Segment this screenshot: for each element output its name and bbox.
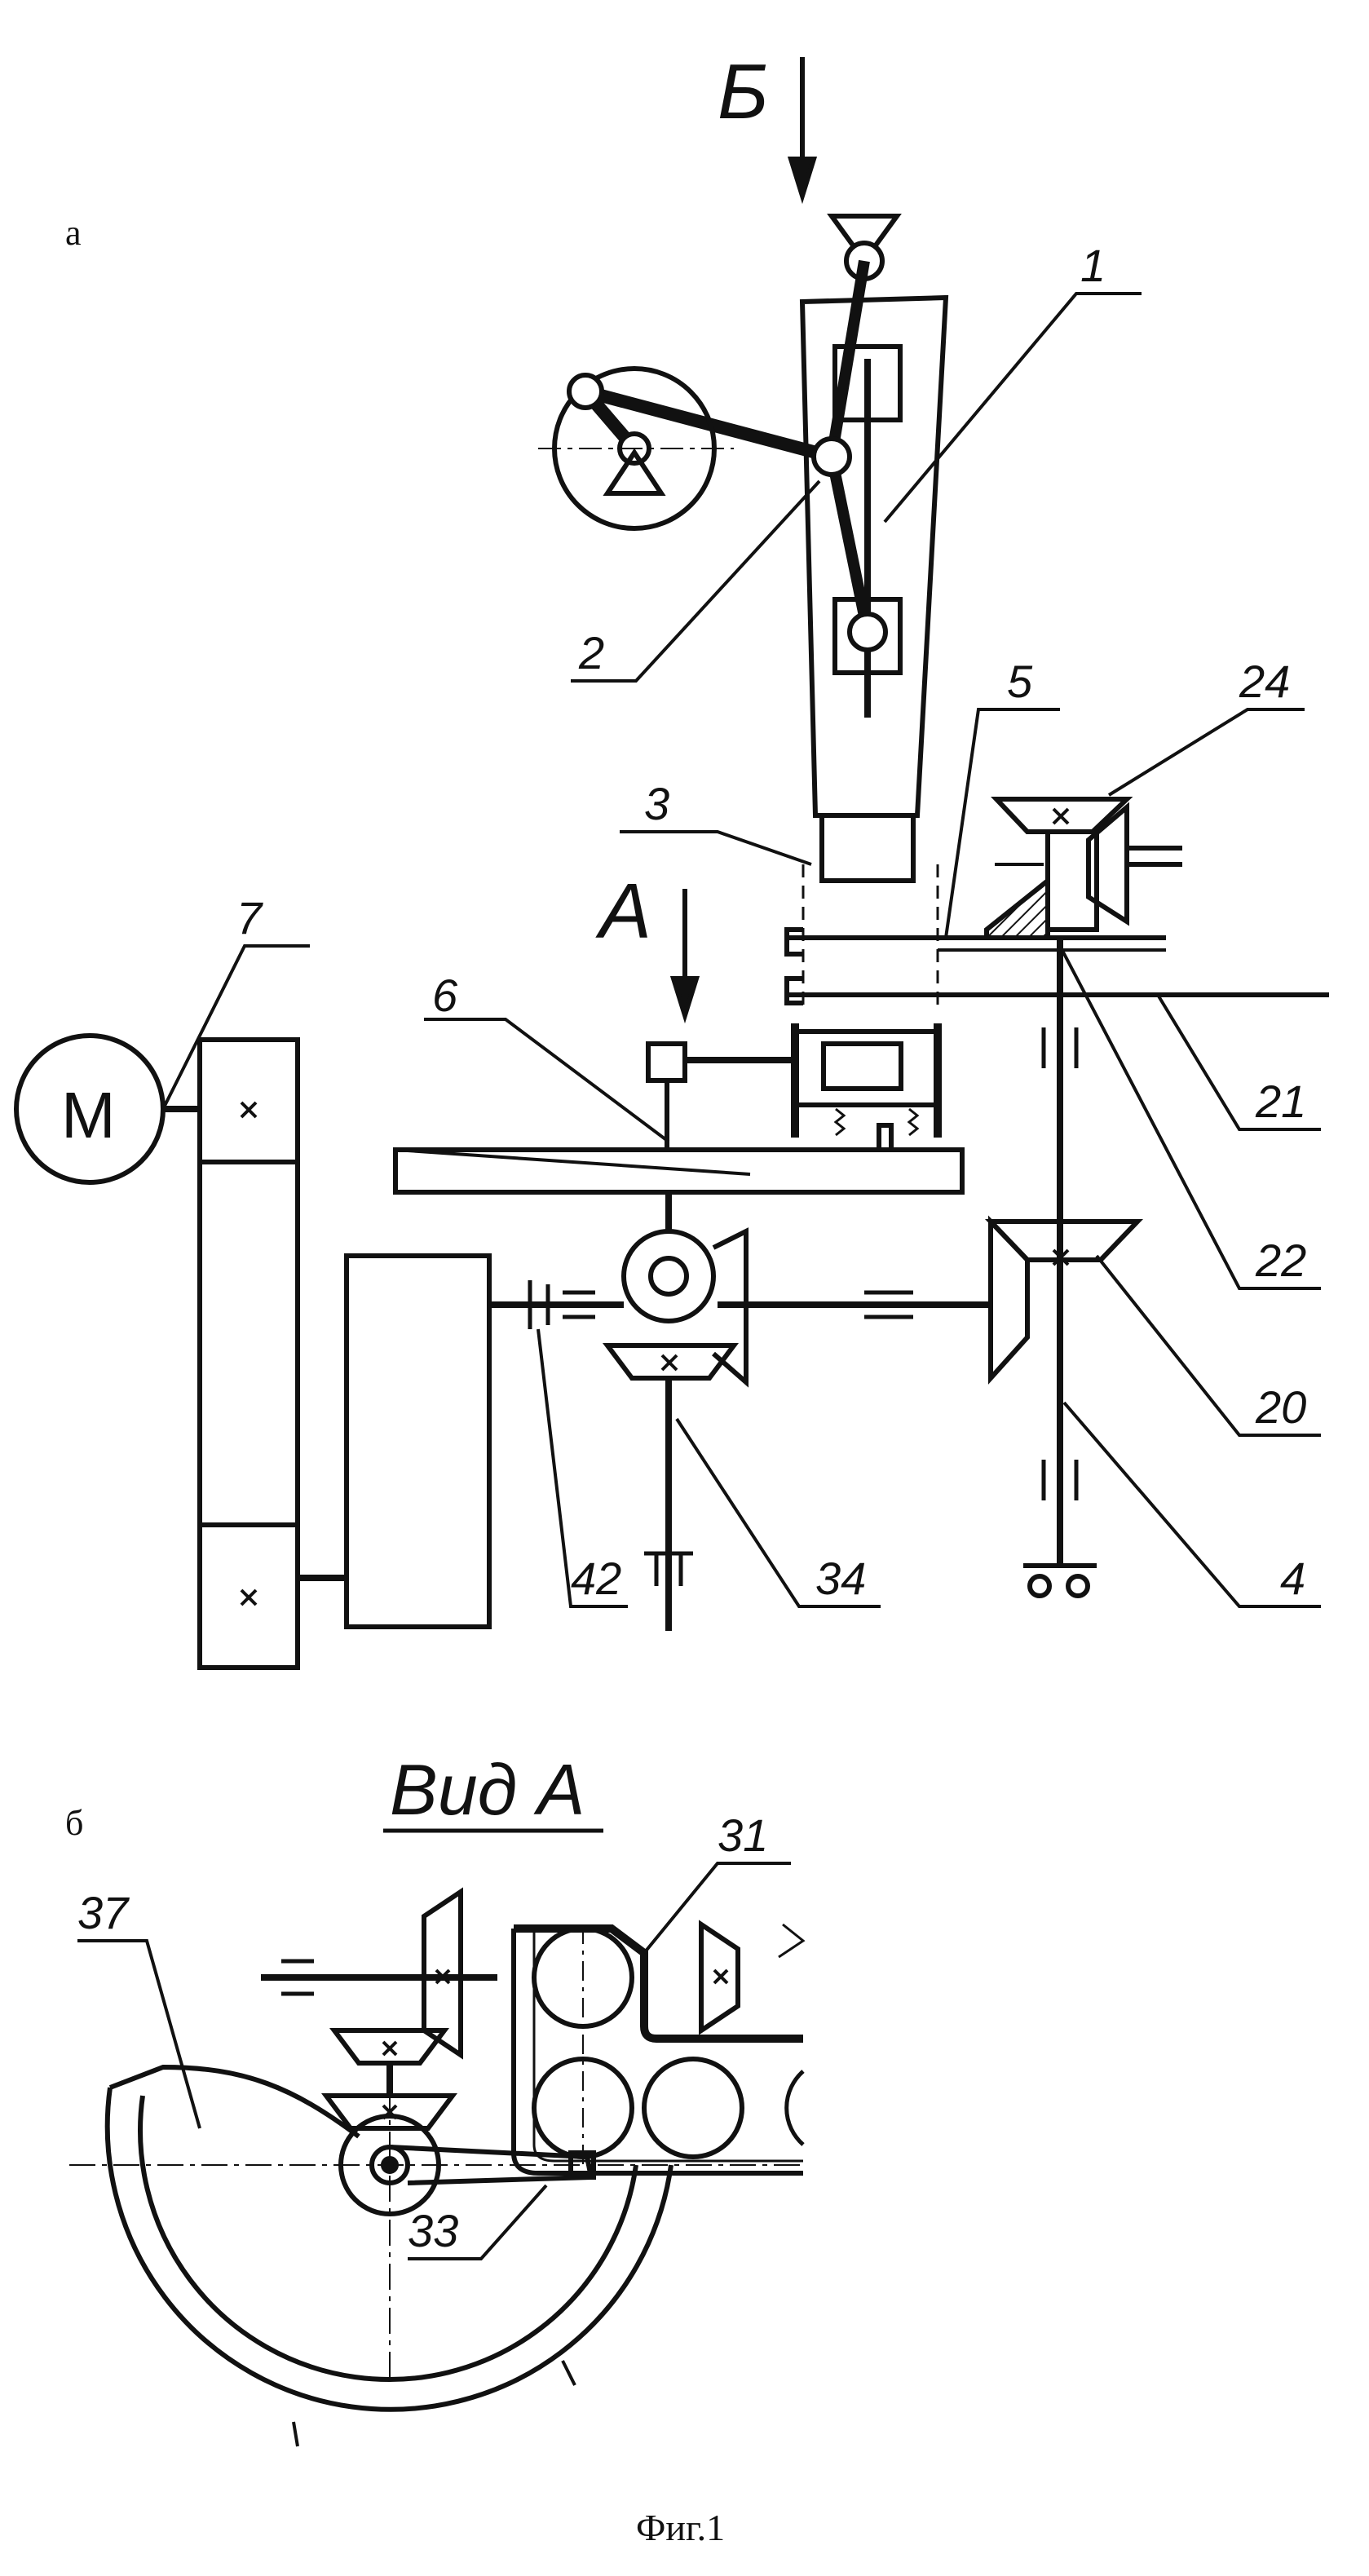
worm-gear-34 xyxy=(624,1231,713,1321)
callout-7: 7 xyxy=(236,892,263,943)
drum-37-inner xyxy=(140,2096,636,2379)
middle-joint xyxy=(814,439,850,475)
cassette-31-top xyxy=(514,1929,803,2039)
arrow-a-label: А xyxy=(595,868,651,955)
leader-6 xyxy=(424,1019,669,1142)
cassette-31-inner xyxy=(534,1929,803,2161)
gear-cross-b-2 xyxy=(383,2042,396,2055)
callout-22: 22 xyxy=(1255,1235,1306,1286)
callout-24: 24 xyxy=(1239,656,1290,707)
leader-1 xyxy=(885,294,1142,522)
tower-body xyxy=(802,298,946,815)
tower-base-block xyxy=(822,815,913,881)
panel-a xyxy=(16,57,1329,1668)
pulley-top xyxy=(200,1040,298,1162)
roller-4-right xyxy=(1068,1576,1088,1596)
panel-b xyxy=(69,1831,803,2446)
callout-5: 5 xyxy=(1007,656,1033,707)
pivot-b-inner xyxy=(383,2158,396,2172)
roll-bottom-right xyxy=(644,2059,742,2157)
callout-3: 3 xyxy=(644,778,669,829)
arrow-b-label: Б xyxy=(718,48,768,135)
hatched-support-24 xyxy=(987,881,1048,938)
callout-34: 34 xyxy=(815,1553,866,1604)
roll-partial xyxy=(787,2071,803,2145)
worm-gear-34-hub xyxy=(651,1258,687,1294)
gearbox xyxy=(347,1256,489,1627)
view-a-title: Вид А xyxy=(390,1749,585,1830)
callout-4: 4 xyxy=(1280,1553,1305,1604)
drum-37-slot-a xyxy=(294,2422,298,2446)
leader-3 xyxy=(620,832,811,864)
callout-21: 21 xyxy=(1255,1076,1306,1127)
carriage-inner xyxy=(824,1044,901,1089)
figure-caption: Фиг.1 xyxy=(636,2507,725,2548)
leader-31 xyxy=(644,1863,791,1953)
callout-20: 20 xyxy=(1255,1381,1306,1433)
callout-33: 33 xyxy=(408,2205,458,2256)
callout-1: 1 xyxy=(1080,240,1106,291)
gear-cross-34 xyxy=(662,1355,677,1370)
gear-cross-b-right xyxy=(714,1970,727,1983)
lower-joint xyxy=(850,614,885,650)
leader-24 xyxy=(1109,709,1305,795)
motor-label: М xyxy=(61,1079,116,1151)
table-wedge xyxy=(395,1150,750,1174)
callout-6: 6 xyxy=(432,970,458,1021)
carriage-pin xyxy=(879,1125,891,1150)
roller-4-left xyxy=(1030,1576,1049,1596)
cassette-31-break xyxy=(779,1924,803,1957)
leader-37 xyxy=(77,1941,200,2128)
slider-clamp xyxy=(787,930,803,1003)
callout-37: 37 xyxy=(77,1887,130,1938)
leader-2 xyxy=(571,481,819,681)
drum-37-slot-b xyxy=(563,2361,575,2385)
crank-pin xyxy=(569,375,602,408)
gear-cross-24 xyxy=(1053,809,1068,824)
cassette-31-frame xyxy=(514,1929,803,2173)
callout-31: 31 xyxy=(718,1809,768,1861)
arrow-b-head xyxy=(791,159,814,196)
drum-37-lip xyxy=(110,2067,359,2136)
callout-42: 42 xyxy=(571,1553,621,1604)
callout-2: 2 xyxy=(578,627,604,678)
carriage-box xyxy=(648,1044,685,1080)
panel-b-label: б xyxy=(65,1803,83,1843)
bevel-gear-20-side xyxy=(991,1222,1027,1378)
arrow-a-head xyxy=(673,979,696,1015)
panel-a-label: а xyxy=(65,213,82,253)
